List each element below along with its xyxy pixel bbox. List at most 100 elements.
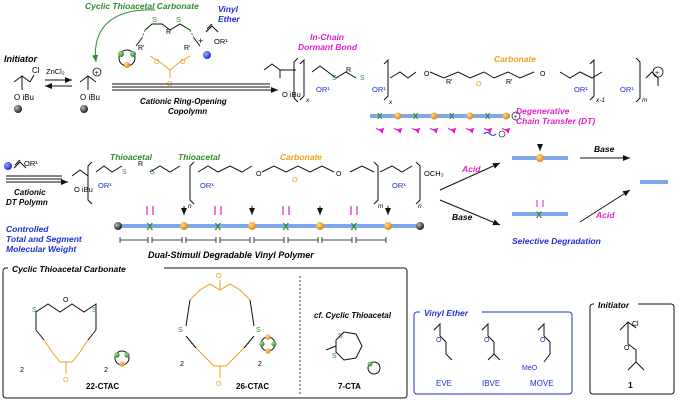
ctac22-s1: S <box>32 307 37 314</box>
top-polymer-co: O <box>476 81 482 88</box>
in-chain-label-2: Dormant Bond <box>298 42 358 52</box>
dt-wavy-chain <box>483 132 497 136</box>
top-polymer-o2: O <box>540 71 546 78</box>
segment-span <box>287 237 319 243</box>
carbonate-node <box>384 222 392 230</box>
mid-polymer-sub-n2: n <box>418 203 422 210</box>
carbonate-node <box>248 222 256 230</box>
move-label: MOVE <box>530 379 554 388</box>
mid-polymer-o1: O <box>256 171 262 178</box>
initiator-1-cl: Cl <box>632 321 639 328</box>
ibve-o: O <box>484 337 490 344</box>
thioacetal-node: X <box>283 222 290 233</box>
segment-span <box>119 237 149 243</box>
mid-polymer-or1-b: OR¹ <box>200 181 214 190</box>
top-polymer-or1-d: OR¹ <box>620 85 634 94</box>
thioacetal-node: X <box>215 222 222 233</box>
acid-arrow-1 <box>439 162 501 191</box>
fragment-bottom: X <box>512 200 568 220</box>
monomer-title: Cyclic Thioacetal Carbonate <box>85 1 199 11</box>
vinyl-ether-title2: Ether <box>218 14 240 24</box>
top-polymer-r: R <box>346 67 351 74</box>
base-arrow-1 <box>439 199 501 226</box>
cf-title: cf. Cyclic Thioacetal <box>314 311 392 320</box>
polymer-end-node <box>114 222 122 230</box>
controlled-label-2: Total and Segment <box>6 234 83 244</box>
polymer-caption: Dual-Stimuli Degradable Vinyl Polymer <box>148 250 314 260</box>
move-meo: MeO <box>522 365 538 372</box>
thioacetal-node: X <box>147 222 154 233</box>
mid-polymer-oibu: O iBu <box>74 185 93 194</box>
monomer-o1: O <box>154 59 160 66</box>
dt-transfer-arrow <box>411 127 421 134</box>
cation-structure <box>79 75 97 90</box>
degradable-polymer-spans <box>119 237 387 243</box>
in-chain-label-1: In-Chain <box>310 32 344 42</box>
ctac26-s1: S <box>178 327 183 334</box>
monomer-s2: S <box>176 15 181 24</box>
top-polymer-structure <box>263 57 641 103</box>
ibve-structure <box>481 322 501 361</box>
top-polymer-plus: + <box>655 70 659 77</box>
initiator-1-o: O <box>624 345 630 352</box>
dt-label-1: Degenerative <box>516 106 570 116</box>
initiator-structure <box>13 74 35 90</box>
cta7-s2: S <box>332 353 337 360</box>
ctac-box-title: Cyclic Thioacetal Carbonate <box>12 264 126 274</box>
cation-oibu: O iBu <box>80 93 100 102</box>
top-polymer-s2: S <box>360 75 365 82</box>
ctac22-sub2-b: 2 <box>104 367 108 374</box>
ctac22-o: O <box>63 297 69 304</box>
cta7-s: S <box>338 333 343 340</box>
cation-ball-icon <box>80 105 88 113</box>
top-carbonate-label: Carbonate <box>494 54 536 64</box>
vinyl-ether-box <box>413 311 573 395</box>
vinyl-ether-title: Vinyl <box>218 4 239 14</box>
ctac22-label: 22-CTAC <box>86 382 119 391</box>
ctac26-structure <box>185 280 255 378</box>
initiator-cl: Cl <box>32 66 40 75</box>
top-polymer-charge-icon <box>652 66 664 78</box>
thioacetal-label-1: Thioacetal <box>110 152 153 162</box>
top-polymer-sub-x: x <box>305 97 310 104</box>
mid-polymer-och3: OCH₃ <box>424 169 444 178</box>
segment-span <box>151 237 183 243</box>
ibve-label: IBVE <box>482 379 500 388</box>
mid-vinyl-or1: OR¹ <box>24 159 38 168</box>
carbonate-node <box>180 222 188 230</box>
carbonate-node <box>316 222 324 230</box>
plus-sign: + <box>198 36 203 46</box>
thioacetal-label-2: Thioacetal <box>178 152 221 162</box>
monomer-s1: S <box>152 15 157 24</box>
mid-vinyl-ball-icon <box>4 162 12 170</box>
ctac26-sub2-b: 2 <box>258 361 262 368</box>
initiator-ball-icon <box>14 105 22 113</box>
dt-thioacetal-node: X <box>449 112 455 121</box>
top-polymer-s1: S <box>332 75 337 82</box>
mid-polymer-s1: S <box>122 169 127 176</box>
fragment-top <box>512 144 568 162</box>
acid-cleavage-arrow <box>214 206 222 215</box>
ctac26-sub2-a: 2 <box>180 361 184 368</box>
initiator-1-label: 1 <box>628 380 633 390</box>
dt-charge-icon <box>511 111 521 121</box>
initiator-box-title: Initiator <box>598 300 630 310</box>
mid-polymer-co: O <box>292 177 298 184</box>
mid-polymer-o2: O <box>336 171 342 178</box>
ctac26-co-bottom: O <box>216 381 222 388</box>
cta7-ring-icon <box>367 361 381 375</box>
cation-plus: + <box>95 70 99 77</box>
dt-carbonate-node <box>430 112 438 120</box>
mid-polymer-structure <box>71 161 421 205</box>
controlled-label-1: Controlled <box>6 224 49 234</box>
base-label-1: Base <box>452 212 473 222</box>
top-polymer-or1-a: OR¹ <box>316 85 330 94</box>
dt-thioacetal-node: X <box>485 112 491 121</box>
polymer-end-node <box>416 222 424 230</box>
monomer-r1: R' <box>138 45 144 52</box>
acid-cleavage-arrow <box>350 206 358 215</box>
mid-polymer-sub-n1: n <box>188 203 192 210</box>
dt-thioacetal-node: X <box>377 112 383 121</box>
